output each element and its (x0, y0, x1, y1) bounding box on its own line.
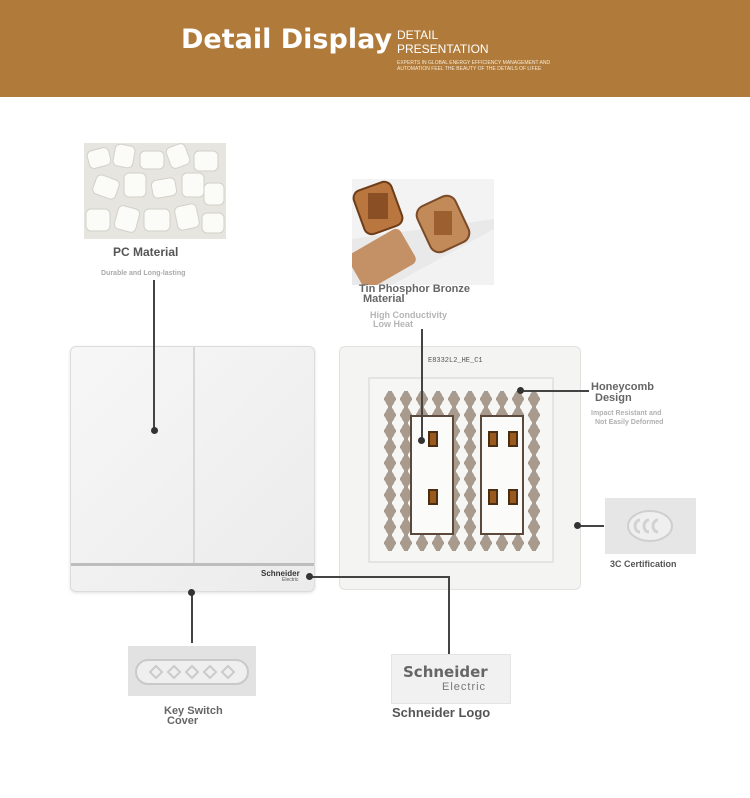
header-banner: Detail Display DETAIL PRESENTATION EXPER… (0, 0, 750, 97)
connector-dot (517, 387, 524, 394)
logo-title: Schneider Logo (392, 705, 491, 720)
bronze-subtitle-line1: High Conductivity (370, 310, 447, 320)
connector-pc-v (153, 280, 155, 432)
key-cover-title-line2: Cover (167, 715, 199, 727)
cert-title: 3C Certification (610, 559, 677, 569)
pc-pellets-photo (84, 143, 226, 239)
cover-brand-sub: Electric (282, 577, 299, 583)
switch-back-panel: E8332L2_HE_C1 (339, 346, 581, 590)
connector-dot (418, 437, 425, 444)
schneider-logo-box: Schneider Electric (391, 654, 511, 704)
logo-brand: Schneider (403, 663, 488, 681)
contact-module-right (480, 415, 524, 535)
connector-bronze-v (421, 329, 423, 441)
contact-module-left (410, 415, 454, 535)
honeycomb-subtitle-line1: Impact Resistant and (591, 410, 662, 417)
model-code: E8332L2_HE_C1 (428, 357, 483, 365)
connector-key-v (191, 593, 193, 643)
key-cover-title-line1: Key Switch (164, 705, 223, 717)
cover-indicator-strip (71, 563, 314, 566)
switch-front-cover: Schneider Electric (70, 346, 315, 592)
connector-cert-h (578, 525, 604, 527)
page-title: Detail Display (181, 24, 393, 55)
connector-dot (188, 589, 195, 596)
contact-terminal (508, 489, 518, 505)
honeycomb-title-line2: Design (595, 392, 632, 404)
logo-brand-sub: Electric (442, 681, 487, 693)
contact-terminal (488, 489, 498, 505)
bronze-title-line1: Tin Phosphor Bronze (359, 283, 471, 295)
contact-terminal (428, 489, 438, 505)
honeycomb-frame (368, 377, 554, 563)
pc-material-subtitle: Durable and Long-lasting (101, 270, 186, 277)
connector-honeycomb-h (521, 390, 589, 392)
contact-terminal (508, 431, 518, 447)
connector-logo-v (448, 576, 450, 654)
contact-terminal (488, 431, 498, 447)
contact-terminal (428, 431, 438, 447)
page-subtitle: DETAIL PRESENTATION (397, 28, 489, 56)
honeycomb-title-line1: Honeycomb (591, 381, 654, 393)
connector-logo-h (312, 576, 450, 578)
bronze-contacts-photo (352, 179, 494, 285)
key-cover-photo (128, 646, 256, 696)
page-tagline: EXPERTS IN GLOBAL ENERGY EFFICIENCY MANA… (397, 60, 551, 72)
connector-dot (306, 573, 313, 580)
ccc-mark-icon (605, 498, 696, 554)
cover-brand-logo: Schneider (261, 569, 300, 578)
bronze-subtitle-line2: Low Heat (373, 319, 414, 329)
connector-dot (151, 427, 158, 434)
connector-dot (574, 522, 581, 529)
honeycomb-subtitle-line2: Not Easily Deformed (595, 419, 664, 426)
bronze-title-line2: Material (363, 293, 405, 305)
pc-material-title: PC Material (113, 245, 179, 259)
cover-divider (193, 347, 195, 565)
